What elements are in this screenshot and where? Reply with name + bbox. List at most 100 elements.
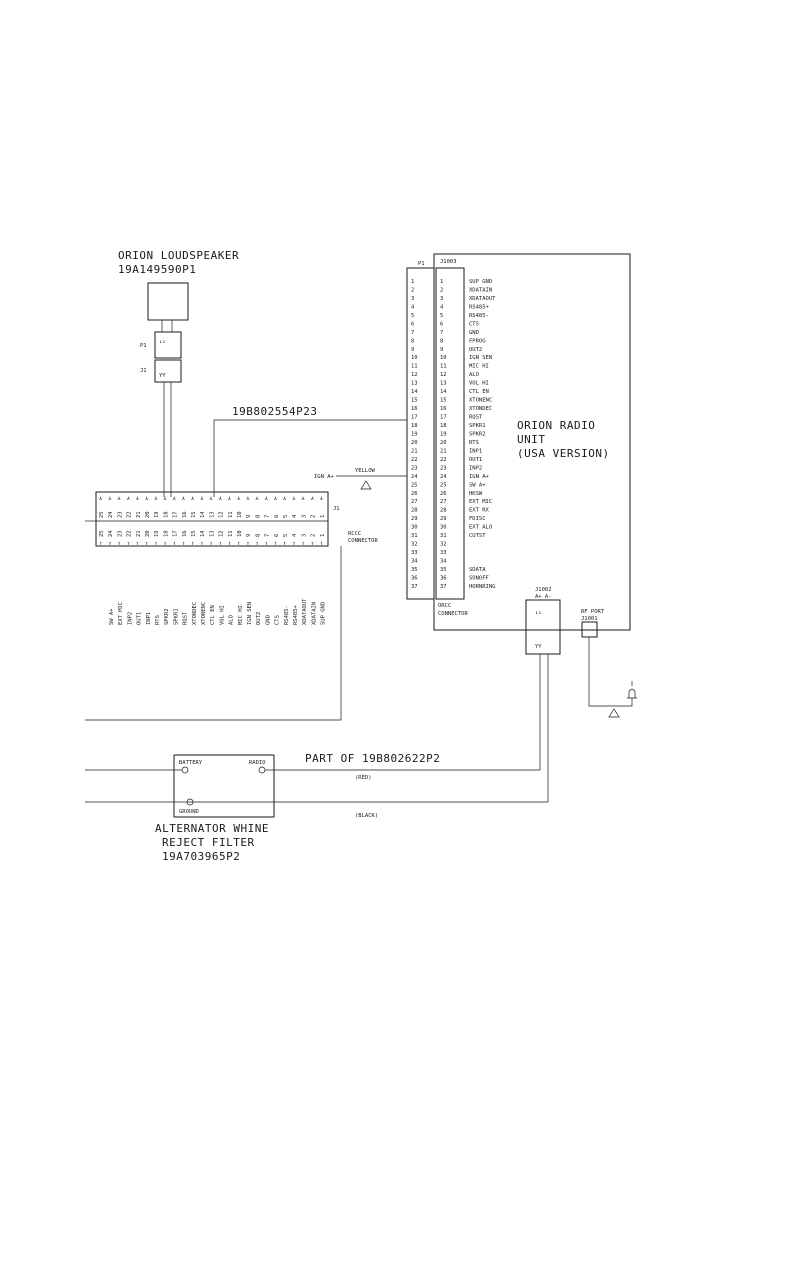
j1002-label: J1002 [535,587,552,593]
j1003-pin-number: 30 [440,525,447,531]
rccc-signal-box [85,546,342,721]
filter-title-line2: REJECT FILTER [162,836,255,849]
rccc-signal-label: SW A+ [109,608,115,625]
rccc-pin-number-bottom: 19 [154,530,160,537]
radio-pin-signal: IGN A+ [469,474,490,480]
rccc-pin-number-bottom: 21 [136,530,142,537]
rccc-pin-number-top: 10 [237,511,243,518]
rccc-signal-label: EXT MIC [118,602,124,625]
radio-pin-signal: CTL EN [469,389,489,395]
rccc-pin-arrow-bottom: ↑ [136,541,139,547]
radio-pin-signal: CTS [469,321,479,327]
speaker-title: ORION LOUDSPEAKER [118,249,239,262]
rccc-pin-number-top: 21 [136,511,142,518]
p1-pin-number: 18 [411,423,418,429]
rccc-signal-label: RS485+ [293,604,299,625]
j1002-pin-symbols: ↓↓ [535,610,542,616]
radio-connector-line2: CONNECTOR [438,611,468,617]
p1-pin-number: 7 [411,330,414,336]
rccc-pin-arrow-bottom: ↑ [228,541,231,547]
black-wire [188,654,549,803]
rccc-pin-number-top: 19 [154,511,160,518]
p1-pin-number: 10 [411,355,418,361]
rccc-pin-arrow: ⋏ [199,496,204,502]
j1003-pin-number: 9 [440,347,443,353]
rccc-pin-arrow: ⋏ [245,496,250,502]
j1002-pins: A+ A- [535,594,552,600]
radio-pin-signal: RS485+ [469,304,490,310]
radio-title-line2: UNIT [517,433,546,446]
p1-pin-number: 19 [411,431,418,437]
rccc-pin-arrow-bottom: ↑ [182,541,185,547]
j1002-plug-symbols: YY [535,644,542,650]
rccc-signal-label: VOL HI [219,605,225,625]
rccc-pin-number-bottom: 24 [108,530,114,537]
j1003-pin-number: 8 [440,338,443,344]
rccc-pin-number-bottom: 3 [301,534,307,537]
radio-pin-signal: ALO [469,372,479,378]
rccc-pin-number-bottom: 2 [311,534,317,537]
p1-pin-number: 36 [411,575,418,581]
main-cable-label: 19B802554P23 [232,405,317,418]
p1-pin-number: 22 [411,457,418,463]
rccc-pin-number-top: 4 [292,514,298,518]
rccc-pin-number-bottom: 7 [265,534,271,537]
rccc-j1-label: J1 [333,506,340,512]
rccc-signal-label: CTS [275,615,281,625]
j1003-pin-number: 15 [440,398,447,404]
rccc-pin-number-top: 23 [117,511,123,518]
rccc-signal-label: INP1 [146,612,152,625]
j1003-pin-number: 14 [440,389,447,395]
radio-pin-signal: INP1 [469,448,482,454]
rccc-pin-arrow: ⋏ [135,496,140,502]
rf-cable [588,637,633,707]
p1-pin-number: 13 [411,381,418,387]
filter-part: 19A703965P2 [162,850,240,863]
p1-pin-number: 8 [411,338,414,344]
jack-pin-symbols: YY [159,373,166,379]
rccc-signal-label: RS485- [284,605,290,625]
rccc-connector-line1: RCCC [348,531,361,537]
rccc-pin-number-bottom: 14 [200,530,206,537]
j1003-pin-number: 21 [440,448,447,454]
radio-pin-signal: SUP GND [469,279,492,285]
rccc-pin-number-bottom: 20 [145,530,151,537]
rccc-pin-arrow-bottom: ↑ [99,541,102,547]
p1-pin-number: 1 [411,279,414,285]
rf-port-connector [581,621,598,638]
rccc-pin-number-bottom: 10 [237,530,243,537]
p1-pin-number: 30 [411,525,418,531]
rccc-pin-number-top: 7 [265,515,271,518]
radio-pin-signal: OUT2 [469,347,482,353]
rccc-signal-label: OUT1 [137,612,143,625]
p1-pin-number: 2 [411,287,414,293]
rccc-pin-arrow-bottom: ↑ [274,541,277,547]
p1-pin-number: 4 [411,304,415,310]
radio-pin-signal: SW A+ [469,482,486,488]
filter-title-line1: ALTERNATOR WHINE [155,822,269,835]
ign-wire-color: YELLOW [355,468,376,474]
rccc-pin-arrow: ⋏ [254,496,259,502]
j1003-pin-number: 24 [440,474,447,480]
radio-j1003-label: J1003 [440,259,457,265]
j1003-pin-number: 18 [440,423,447,429]
rccc-pin-arrow: ⋏ [190,496,195,502]
j1003-pin-number: 22 [440,457,447,463]
rccc-pin-number-top: 13 [209,511,215,518]
ground-terminal [186,798,194,806]
rccc-pin-number-bottom: 11 [228,530,234,537]
rccc-signal-label: OUT2 [256,612,262,625]
rccc-signal-label: SPKR2 [164,608,170,625]
rccc-pin-arrow-bottom: ↑ [301,541,304,547]
rccc-pin-arrow-bottom: ↑ [117,541,120,547]
j1003-pin-number: 34 [440,559,447,565]
p1-pin-number: 32 [411,542,418,548]
rccc-pin-arrow: ⋏ [282,496,287,502]
rccc-pin-number-bottom: 15 [191,530,197,537]
rccc-pin-number-bottom: 5 [283,534,289,537]
rccc-pin-number-top: 6 [274,515,280,518]
j1003-pin-number: 31 [440,533,447,539]
rccc-pin-number-bottom: 12 [219,530,225,537]
rccc-pin-number-bottom: 8 [255,534,261,537]
j1003-pin-number: 11 [440,364,447,370]
